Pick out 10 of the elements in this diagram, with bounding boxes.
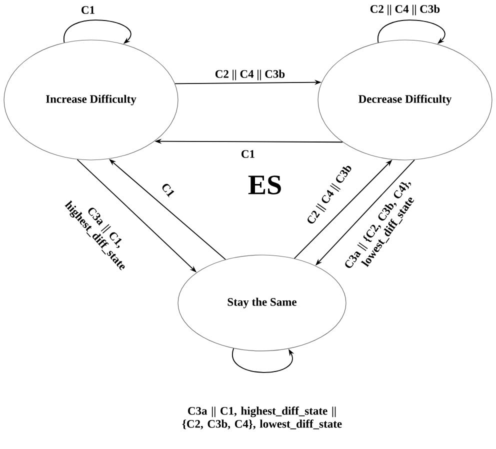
edge-label: C1 bbox=[82, 6, 94, 14]
edge-label: C1 bbox=[162, 184, 174, 198]
arrow bbox=[64, 20, 132, 44]
edge-label: C2 || C4 || C3b bbox=[370, 4, 440, 16]
edge-label: C2 || C4 || C3b bbox=[215, 70, 285, 80]
edge-label: C1 bbox=[242, 150, 254, 158]
edge-label: C3a || C1, highest_diff_state || {C2, C3b, C4}, lowest_diff_state bbox=[182, 406, 342, 430]
edge-label: C2 || C4 || C3b bbox=[308, 166, 352, 224]
arrow bbox=[378, 20, 445, 44]
diagram-label: ES bbox=[248, 176, 281, 194]
